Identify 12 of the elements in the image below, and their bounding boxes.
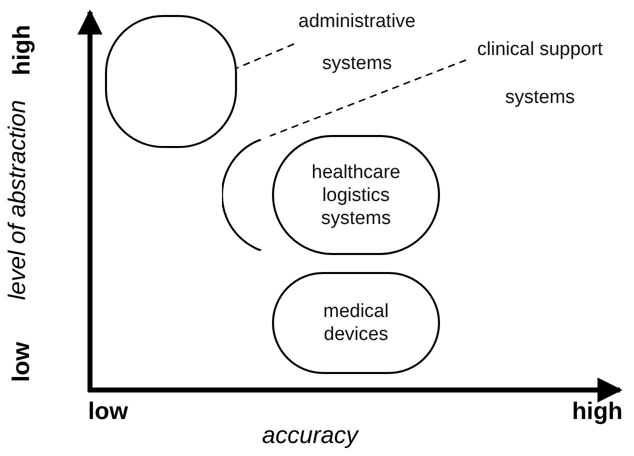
box-label: medical devices: [322, 300, 390, 346]
leader-line: [270, 59, 466, 137]
axis-title: level of abstraction: [4, 100, 32, 300]
callout-text: clinical support systems: [476, 38, 604, 110]
box-label: healthcare logistics systems: [310, 160, 402, 230]
axis-end-label: low: [88, 398, 128, 426]
axis-end-label: high: [8, 24, 36, 76]
leader-line: [236, 43, 294, 69]
axis-end-label: low: [8, 342, 36, 382]
callout-text: administrative systems: [297, 10, 417, 76]
axis-title: accuracy: [262, 422, 358, 450]
axis-end-label: high: [572, 398, 623, 426]
